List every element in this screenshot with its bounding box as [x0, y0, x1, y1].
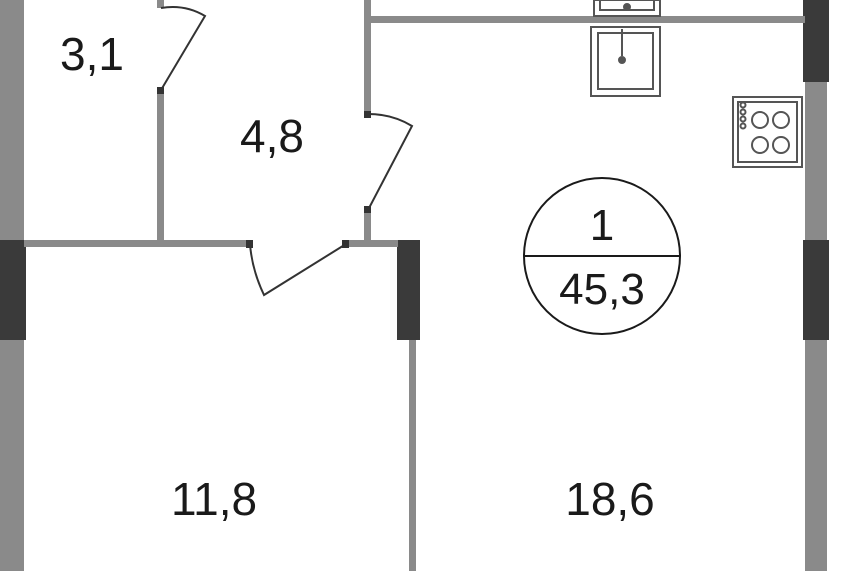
- room-labels: 3,1 4,8 11,8 18,6: [60, 28, 655, 525]
- door-bathroom: [160, 6, 207, 91]
- room-area-hallway: 4,8: [240, 110, 304, 162]
- wall-bathroom-right: [157, 90, 164, 242]
- window-right-top: [803, 0, 829, 82]
- wall-horizontal-mid: [346, 240, 398, 247]
- wall-horizontal-left: [24, 240, 250, 247]
- stove-icon: [732, 96, 803, 168]
- room-area-bedroom: 11,8: [171, 473, 257, 525]
- wall-bathroom-top: [157, 0, 164, 8]
- room-area-kitchen-living: 18,6: [565, 473, 655, 525]
- sink-icon: [590, 0, 661, 97]
- apartment-badge: 1 45,3: [523, 177, 681, 335]
- door-hallway: [367, 113, 414, 211]
- wall-partition-bottom: [409, 340, 416, 571]
- door-bedroom: [249, 243, 347, 297]
- windows: [0, 0, 829, 340]
- wall-hall-vertical-top: [364, 0, 371, 116]
- window-right-middle: [803, 240, 829, 340]
- wall-hall-vertical-bottom: [364, 210, 371, 243]
- room-area-bathroom: 3,1: [60, 28, 124, 80]
- wall-kitchen-top: [371, 16, 805, 23]
- window-left: [0, 240, 26, 340]
- window-partition: [397, 240, 420, 340]
- badge-rooms-count: 1: [590, 201, 614, 250]
- interior-walls: [24, 0, 805, 571]
- door-swing-icon: [160, 6, 414, 297]
- badge-total-area: 45,3: [559, 265, 645, 314]
